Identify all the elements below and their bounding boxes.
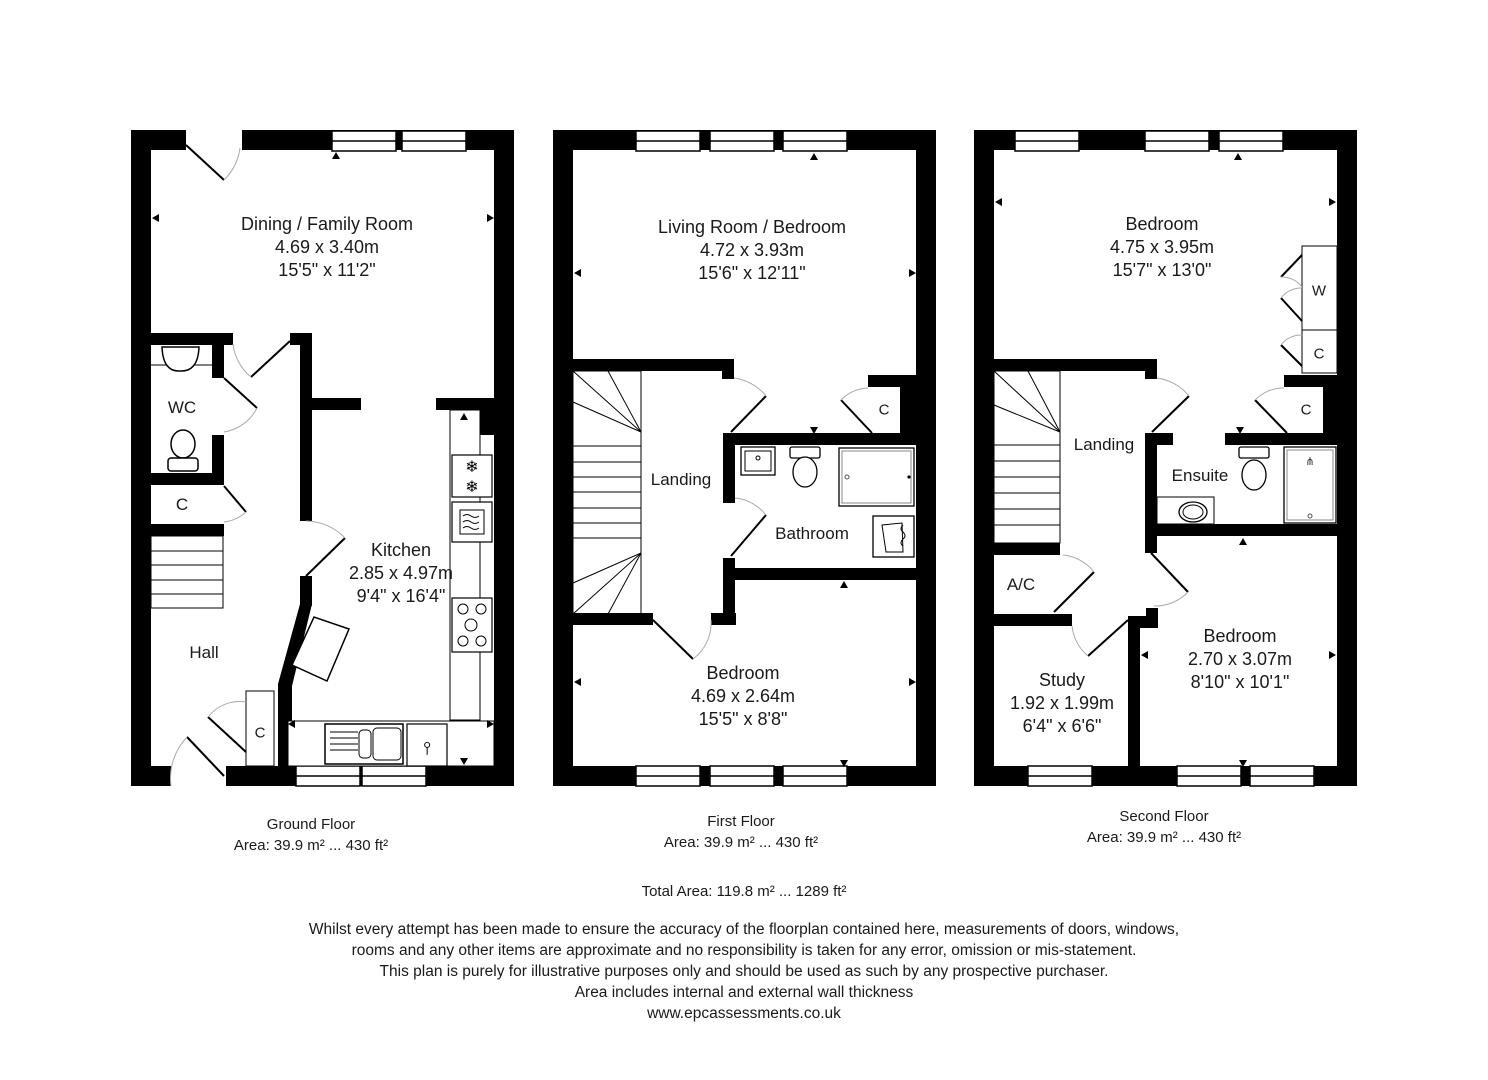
room-name: Bedroom (1203, 626, 1277, 646)
room-imperial: 8'10" x 10'1" (1190, 672, 1290, 692)
room-living-bedroom: Living Room / Bedroom 4.72 x 3.93m 15'6"… (658, 216, 846, 285)
second-floor-plan: ⋔ (974, 130, 1357, 787)
room-cupboard: C (175, 495, 189, 514)
room-metric: 4.69 x 3.40m (274, 237, 380, 257)
room-ensuite: Ensuite (1171, 466, 1229, 485)
room-metric: 4.69 x 2.64m (690, 686, 796, 706)
disclaimer-line: rooms and any other items are approximat… (351, 942, 1137, 959)
room-imperial: 15'5" x 8'8" (698, 709, 788, 729)
room-name: Living Room / Bedroom (657, 217, 847, 237)
room-dining-family: Dining / Family Room 4.69 x 3.40m 15'5" … (241, 213, 413, 282)
room-study: Study 1.92 x 1.99m 6'4" x 6'6" (1010, 669, 1114, 738)
room-imperial: 9'4" x 16'4" (356, 586, 446, 606)
ground-floor-caption: Ground Floor Area: 39.9 m² ... 430 ft² (234, 814, 388, 856)
floor-area: Area: 39.9 m² ... 430 ft² (663, 834, 819, 851)
room-wardrobe: W (1311, 282, 1327, 300)
room-cupboard: C (878, 401, 890, 419)
room-metric: 4.75 x 3.95m (1109, 237, 1215, 257)
room-bedroom: Bedroom 4.69 x 2.64m 15'5" x 8'8" (691, 662, 795, 731)
disclaimer: Whilst every attempt has been made to en… (309, 919, 1179, 1024)
room-landing: Landing (1073, 435, 1135, 454)
room-landing: Landing (650, 470, 712, 489)
room-imperial: 15'7" x 13'0" (1112, 260, 1212, 280)
room-name: Bedroom (1125, 214, 1199, 234)
floor-name: First Floor (707, 813, 775, 830)
room-metric: 1.92 x 1.99m (1009, 693, 1115, 713)
room-cupboard: C (1300, 401, 1312, 419)
room-imperial: 6'4" x 6'6" (1022, 716, 1102, 736)
room-cupboard: C (254, 724, 266, 742)
room-imperial: 15'6" x 12'11" (698, 263, 806, 283)
room-name: Study (1038, 670, 1086, 690)
room-name: Dining / Family Room (240, 214, 414, 234)
first-floor-plan (553, 130, 936, 787)
room-metric: 2.70 x 3.07m (1187, 649, 1293, 669)
second-floor-caption: Second Floor Area: 39.9 m² ... 430 ft² (1087, 806, 1241, 848)
room-metric: 2.85 x 4.97m (348, 563, 454, 583)
room-kitchen: Kitchen 2.85 x 4.97m 9'4" x 16'4" (349, 539, 453, 608)
room-hall: Hall (189, 643, 219, 662)
room-wc: WC (167, 398, 197, 417)
room-bedroom-small: Bedroom 2.70 x 3.07m 8'10" x 10'1" (1188, 625, 1292, 694)
disclaimer-line: This plan is purely for illustrative pur… (379, 963, 1109, 980)
svg-text:❄: ❄ (465, 479, 478, 496)
floor-name: Second Floor (1119, 808, 1209, 825)
room-name: Kitchen (370, 540, 432, 560)
room-cupboard: C (1313, 345, 1325, 363)
room-name: Bedroom (706, 663, 780, 683)
total-area: Total Area: 119.8 m² ... 1289 ft² (641, 883, 847, 900)
room-imperial: 15'5" x 11'2" (278, 260, 376, 280)
room-airing-cupboard: A/C (1006, 575, 1036, 594)
room-metric: 4.72 x 3.93m (699, 240, 805, 260)
disclaimer-line: Area includes internal and external wall… (574, 984, 914, 1001)
floor-area: Area: 39.9 m² ... 430 ft² (233, 837, 389, 854)
first-floor-caption: First Floor Area: 39.9 m² ... 430 ft² (664, 811, 818, 853)
room-bedroom-main: Bedroom 4.75 x 3.95m 15'7" x 13'0" (1110, 213, 1214, 282)
website-link[interactable]: www.epcassessments.co.uk (647, 1005, 841, 1022)
svg-text:❄: ❄ (465, 459, 478, 476)
svg-text:⫯: ⫯ (423, 738, 431, 758)
room-bathroom: Bathroom (775, 524, 849, 543)
disclaimer-line: Whilst every attempt has been made to en… (308, 921, 1180, 938)
svg-text:⋔: ⋔ (1305, 456, 1314, 468)
floor-area: Area: 39.9 m² ... 430 ft² (1086, 829, 1242, 846)
floor-name: Ground Floor (266, 816, 356, 833)
ground-floor-plan: ❄ ❄ ⫯ (131, 130, 514, 787)
